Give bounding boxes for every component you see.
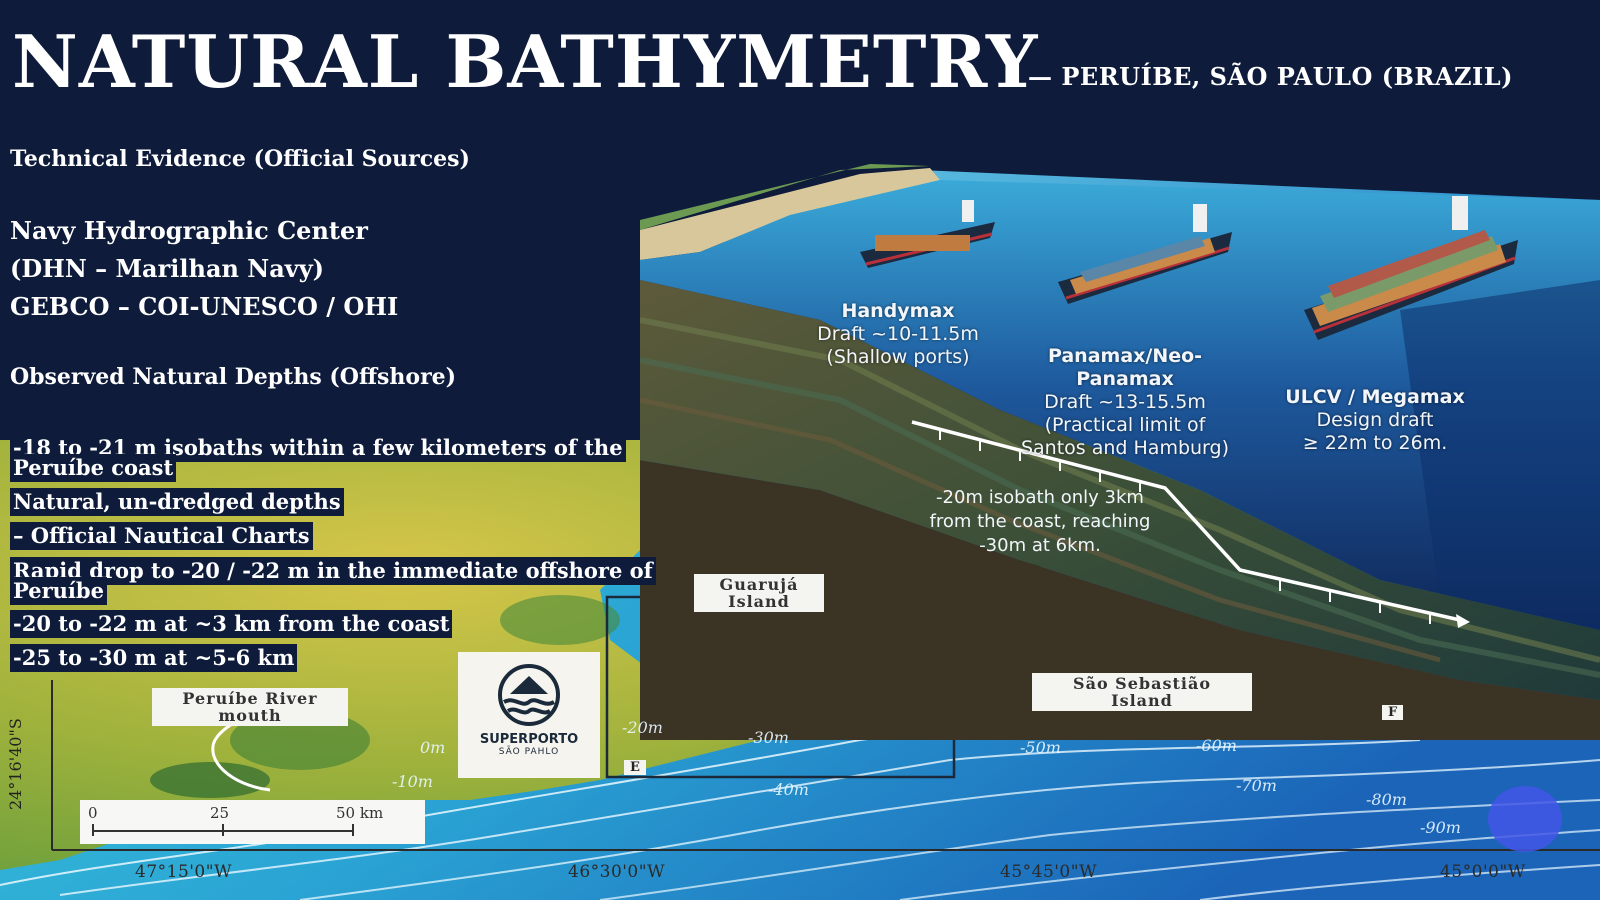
ship-name: Handymax [841, 300, 955, 322]
guaruja-label-line1: Guarujá [719, 575, 799, 594]
ship-note: Santos and Hamburg) [1020, 437, 1230, 459]
depth-contour-0: 0m [420, 738, 446, 757]
map-scale-bar: 0 25 50 km [80, 800, 425, 844]
ship-name: ULCV / Megamax [1285, 386, 1465, 408]
longitude-label-1: 47°15'0"W [135, 862, 233, 882]
longitude-label-2: 46°30'0"W [568, 862, 666, 882]
superporto-logo-icon [498, 664, 560, 726]
depth-item-text: -18 to -21 m isobaths within a few kilom… [10, 434, 626, 482]
ulcv-label: ULCV / Megamax Design draft ≥ 22m to 26m… [1280, 386, 1470, 455]
sao-sebastiao-label-line2: Island [1111, 691, 1173, 710]
depth-contour-90: -90m [1420, 818, 1461, 837]
scale-tick-50: 50 km [336, 804, 384, 822]
ship-draft: Draft ~10-11.5m [817, 323, 979, 345]
isobath-note-line: from the coast, reaching [929, 511, 1151, 532]
longitude-label-3: 45°45'0"W [1000, 862, 1098, 882]
panamax-ship [1058, 204, 1232, 304]
ship-note: (Practical limit of [1044, 414, 1206, 436]
depth-item-text: – Official Nautical Charts [10, 522, 313, 550]
scale-mark [352, 824, 354, 836]
source-line-2: (DHN – Marilhan Navy) [10, 254, 325, 283]
depth-item-text: -25 to -30 m at ~5-6 km [10, 644, 298, 672]
depth-contour-80: -80m [1366, 790, 1407, 809]
sector-f-tag: F [1382, 705, 1404, 720]
guaruja-label-line2: Island [728, 592, 790, 611]
sao-sebastiao-island-label: São Sebastião Island [1032, 673, 1252, 711]
logo-text-line2: SÃO PAHLO [498, 747, 560, 757]
depth-contour-40: -40m [768, 780, 809, 799]
sector-e-tag: E [624, 760, 646, 775]
depth-item-3: – Official Nautical Charts [10, 522, 313, 550]
depth-contour-10: -10m [392, 772, 433, 791]
depth-contour-30: -30m [748, 728, 789, 747]
depth-contour-60: -60m [1196, 736, 1237, 755]
page-title: NATURAL BATHYMETRY [12, 19, 1039, 104]
ship-note: (Shallow ports) [826, 346, 970, 368]
depth-contour-70: -70m [1236, 776, 1277, 795]
sao-sebastiao-label-line1: São Sebastião [1073, 674, 1211, 693]
source-line-1: Navy Hydrographic Center [10, 216, 368, 245]
depth-item-2: Natural, un-dredged depths [10, 488, 344, 516]
ship-name: Panamax/Neo-Panamax [1047, 345, 1203, 390]
ship-draft: Design draft [1316, 409, 1434, 431]
peruibe-label-line1: Peruíbe River [182, 689, 318, 708]
depth-item-5: -20 to -22 m at ~3 km from the coast [10, 610, 453, 638]
handymax-ship [860, 200, 995, 268]
longitude-label-4: 45°0'0"W [1440, 862, 1526, 882]
peruibe-label-line2: mouth [218, 706, 282, 725]
handymax-label: Handymax Draft ~10-11.5m (Shallow ports) [812, 300, 984, 369]
ship-note: ≥ 22m to 26m. [1302, 432, 1448, 454]
page-subtitle: — PERUÍBE, SÃO PAULO (BRAZIL) [1028, 62, 1513, 91]
depth-contour-20: -20m [622, 718, 663, 737]
scale-mark [92, 824, 94, 836]
scale-mark [222, 824, 224, 836]
isobath-note: -20m isobath only 3km from the coast, re… [905, 486, 1175, 558]
depth-contour-50: -50m [1020, 738, 1061, 757]
peruibe-river-label: Peruíbe River mouth [152, 688, 348, 726]
depth-item-text: Rapid drop to -20 / -22 m in the immedia… [10, 557, 656, 605]
guaruja-island-label: Guarujá Island [694, 574, 824, 612]
corner-circle [1488, 786, 1562, 852]
evidence-heading: Technical Evidence (Official Sources) [10, 146, 470, 172]
isobath-note-line: -20m isobath only 3km [936, 487, 1144, 508]
ulcv-ship [1304, 196, 1518, 340]
depth-item-1: -18 to -21 m isobaths within a few kilom… [10, 434, 630, 482]
logo-text-line1: SUPERPORTO [479, 732, 579, 747]
scale-tick-25: 25 [210, 804, 230, 822]
depths-heading: Observed Natural Depths (Offshore) [10, 364, 457, 390]
ship-draft: Draft ~13-15.5m [1044, 391, 1206, 413]
depth-item-text: -20 to -22 m at ~3 km from the coast [10, 610, 453, 638]
latitude-label: 24°16'40"S [6, 718, 25, 810]
seabed-block-diagram [640, 160, 1600, 740]
scale-tick-0: 0 [88, 804, 98, 822]
depth-item-6: -25 to -30 m at ~5-6 km [10, 644, 298, 672]
depth-item-text: Natural, un-dredged depths [10, 488, 344, 516]
block-graphic [640, 164, 1600, 740]
superporto-logo: SUPERPORTO SÃO PAHLO [458, 652, 600, 778]
depth-item-4: Rapid drop to -20 / -22 m in the immedia… [10, 557, 660, 605]
isobath-note-line: -30m at 6km. [979, 535, 1101, 556]
source-line-3: GEBCO – COI-UNESCO / OHI [10, 292, 399, 321]
panamax-label: Panamax/Neo-Panamax Draft ~13-15.5m (Pra… [1000, 345, 1250, 460]
